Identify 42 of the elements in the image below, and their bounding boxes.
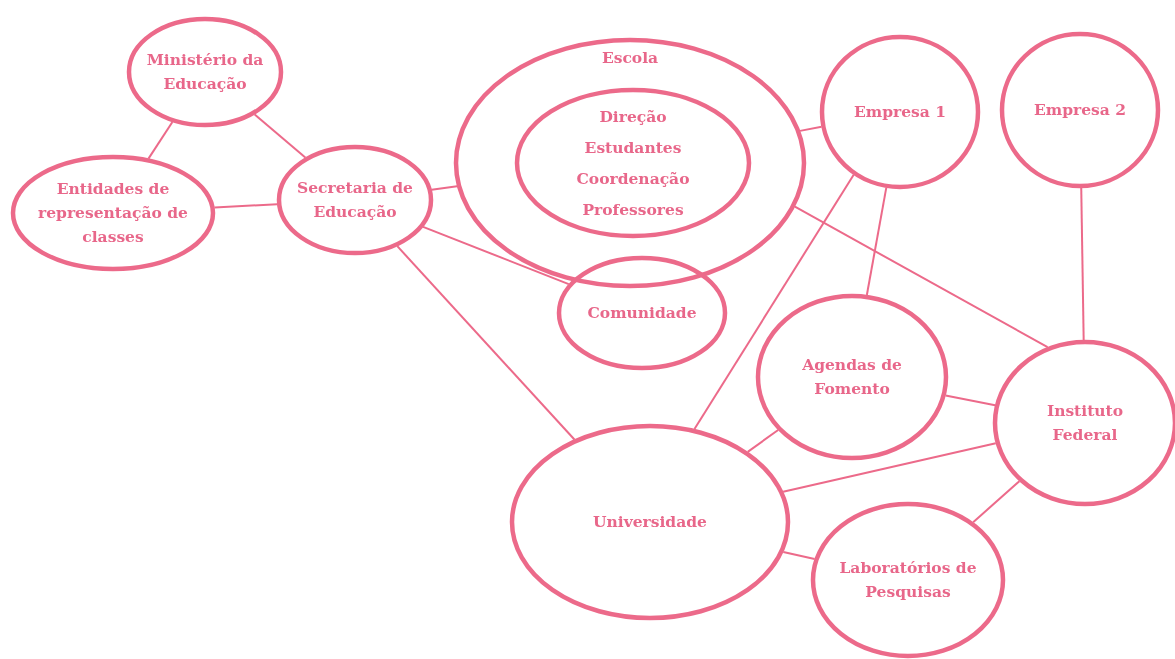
- ellipse-node: [277, 145, 433, 255]
- connector-line: [213, 203, 279, 209]
- node-label: Coordenação: [576, 168, 690, 190]
- connector-line: [944, 394, 997, 407]
- ellipse-node: [820, 35, 980, 189]
- connector-line: [746, 429, 780, 453]
- ellipse-node: [11, 155, 215, 271]
- node-label: Laboratórios de Pesquisas: [838, 557, 978, 603]
- ellipse-node: [510, 424, 790, 620]
- node-label: Agendas de Fomento: [801, 354, 903, 400]
- connector-line: [782, 442, 997, 493]
- node-label: Instituto Federal: [1045, 400, 1125, 446]
- node-label: Comunidade: [587, 302, 697, 324]
- node-label: Empresa 2: [1034, 99, 1126, 121]
- node-label: Escola: [601, 47, 659, 69]
- connector-line: [693, 173, 855, 431]
- connector-line: [972, 480, 1021, 524]
- connector-line: [865, 186, 888, 296]
- connector-line: [422, 225, 570, 286]
- ellipse-node: [1000, 32, 1160, 188]
- node-label: Estudantes: [584, 137, 682, 159]
- ellipse-node: [557, 256, 727, 370]
- connector-line: [430, 185, 459, 191]
- node-label: Secretaria de Educação: [296, 177, 414, 223]
- ellipse-node: [515, 88, 751, 238]
- connector-line: [396, 245, 576, 441]
- node-label: Professores: [582, 199, 684, 221]
- node-label: Universidade: [593, 511, 707, 533]
- connector-line: [799, 125, 823, 132]
- connector-line: [253, 113, 307, 159]
- connector-line: [1080, 187, 1085, 341]
- node-label: Entidades de representação de classes: [37, 178, 189, 248]
- ellipse-node: [811, 502, 1005, 658]
- connector-line: [782, 550, 816, 560]
- ellipse-node: [756, 294, 948, 460]
- ellipse-node: [127, 17, 283, 127]
- connector-line: [793, 205, 1049, 349]
- ellipse-node: [454, 38, 806, 288]
- node-label: Ministério da Educação: [145, 49, 265, 95]
- node-label: Empresa 1: [854, 101, 946, 123]
- connector-line: [147, 120, 174, 160]
- node-label: Direção: [599, 106, 667, 128]
